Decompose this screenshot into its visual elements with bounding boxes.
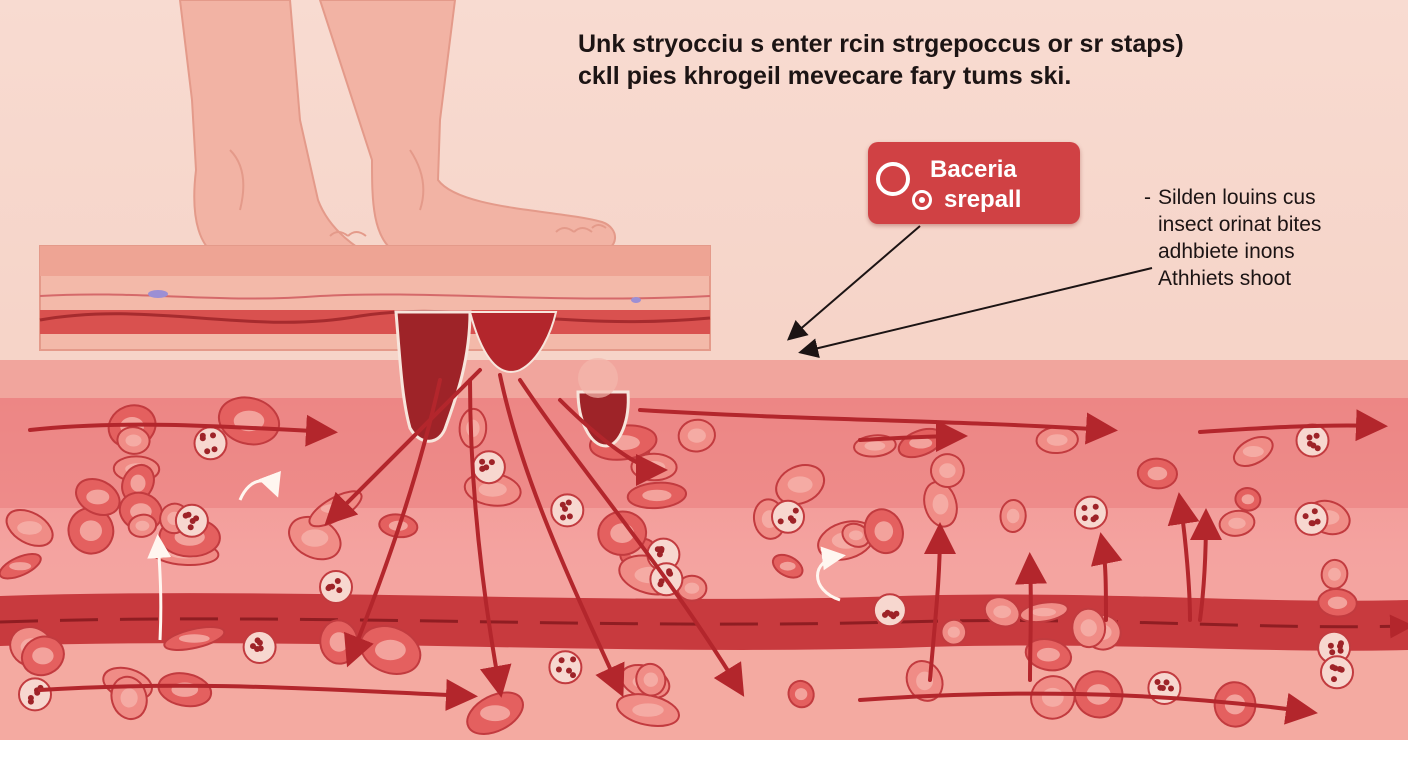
blood-cell (75, 477, 121, 517)
blood-cell (5, 508, 54, 547)
infection-streak (858, 691, 1318, 725)
white-cell-arrow (238, 470, 281, 501)
badge-label-2: srepall (944, 186, 1022, 213)
blood-cell (1035, 425, 1079, 455)
cause-item: insect orinat bites (1158, 211, 1321, 238)
blood-cell (999, 499, 1027, 533)
infection-streak (518, 378, 745, 697)
blood-cell (787, 679, 815, 709)
blood-cell (1136, 457, 1178, 490)
infection-streak (1091, 532, 1123, 622)
blood-cell (359, 625, 422, 675)
infection-streak (324, 368, 482, 526)
white-cell-arrow (147, 534, 172, 641)
badge-label-1: Baceria (930, 156, 1017, 183)
spreading-infection-streaks (28, 368, 1388, 725)
blood-cell (67, 506, 115, 555)
cause-item: - Silden louins cus (1144, 184, 1321, 211)
bacteria-cluster (242, 630, 277, 664)
blood-cell (771, 553, 804, 579)
blood-cell (863, 508, 904, 555)
blood-cell (1232, 435, 1274, 468)
causes-list: - Silden louins cus insect orinat bites … (1144, 184, 1321, 292)
infection-streak (923, 522, 956, 682)
blood-cell (677, 418, 716, 453)
bacteria-cluster (18, 677, 52, 712)
blood-cell (217, 396, 281, 446)
blood-cell (635, 662, 667, 697)
infection-streak (344, 378, 442, 668)
bacteria-cluster (771, 499, 805, 534)
blood-cell (0, 552, 42, 580)
infection-streak (1198, 409, 1388, 442)
blood-cell (930, 453, 965, 489)
bacteria-cluster (1295, 423, 1330, 458)
infection-streak (558, 398, 668, 486)
infection-streak (468, 378, 512, 698)
blood-cell (626, 481, 688, 510)
bacteria-cluster (174, 503, 209, 538)
blood-cell (1317, 588, 1358, 618)
blood-cell (127, 513, 158, 538)
bacteria-cluster (471, 450, 506, 485)
blood-cell (163, 626, 226, 651)
infection-streak (1014, 552, 1047, 682)
infection-site (394, 310, 630, 448)
bacteria-cluster (548, 650, 583, 685)
blood-cell (841, 522, 871, 548)
white-cell-arrow (816, 546, 846, 602)
infection-streak (38, 678, 478, 711)
bacteria-ring-icon (876, 162, 910, 196)
infection-streak (638, 408, 1118, 445)
cause-text: Silden louins cus (1158, 186, 1316, 209)
cause-item: Athhiets shoot (1158, 265, 1321, 292)
bacteria-badge: Baceria srepall (868, 142, 1080, 224)
list-dash-marker: - (1144, 186, 1151, 209)
headline: Unk stryocciu s enter rcin strgepoccus o… (578, 28, 1338, 92)
cause-text: adhbiete inons (1158, 240, 1295, 263)
blood-cell (319, 619, 359, 665)
blood-cell (463, 472, 522, 507)
blood-cell (20, 635, 65, 677)
blood-cell (1024, 638, 1073, 672)
cause-text: insect orinat bites (1158, 213, 1322, 236)
bacteria-cluster (872, 593, 907, 628)
bacteria-cluster (550, 493, 585, 528)
epidermis-slab (39, 245, 711, 351)
blood-cell (1071, 607, 1107, 649)
blood-cell (983, 596, 1021, 628)
bacteria-cluster (193, 426, 228, 461)
bacteria-target-icon (912, 190, 932, 210)
blood-cell (116, 426, 151, 455)
infection-streak (858, 420, 968, 453)
bacteria-cluster (1073, 495, 1108, 530)
blood-cell (676, 574, 708, 602)
infection-streak (28, 414, 338, 447)
headline-line-1: Unk stryocciu s enter rcin strgepoccus o… (578, 30, 1184, 58)
blood-cell (775, 464, 826, 506)
infection-streak (498, 373, 625, 698)
bacteria-cluster (319, 570, 353, 604)
pointer-arrows (786, 225, 1153, 358)
headline-line-2: ckll pies khrogeil mevecare fary tums sk… (578, 62, 1072, 90)
cause-item: adhbiete inons (1158, 238, 1321, 265)
blood-cell (1234, 487, 1262, 512)
tissue-cells (0, 396, 1358, 735)
blood-cell (630, 452, 678, 482)
blood-cell (616, 693, 680, 727)
bacteria-cluster (1294, 501, 1329, 536)
blood-cell (940, 618, 968, 646)
cause-text: Athhiets shoot (1158, 267, 1292, 290)
infection-streak (1167, 492, 1200, 622)
bacteria-cluster (1320, 655, 1354, 690)
infection-streak (1189, 508, 1222, 622)
